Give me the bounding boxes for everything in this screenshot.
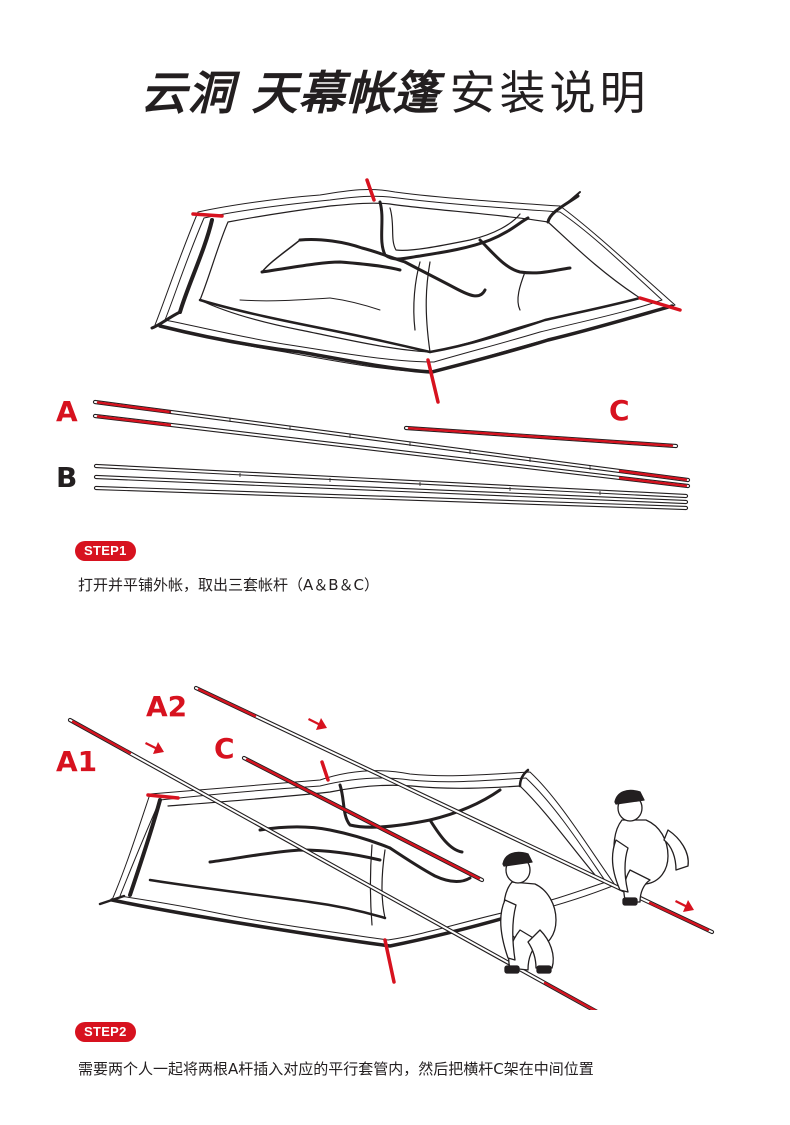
label-c: C [609, 394, 630, 427]
step1-text: 打开并平铺外帐，取出三套帐杆（A＆B＆C） [78, 576, 380, 594]
label-a1: A1 [56, 745, 97, 778]
pole-set-b [93, 463, 689, 511]
arrow-icon [308, 718, 327, 730]
label-a: A [56, 395, 78, 428]
title-instructions: 安装说明 [449, 66, 650, 120]
arrow-icon [145, 742, 164, 754]
title-product: 云洞 天幕帐篷 [140, 66, 440, 120]
label-c-step2: C [214, 732, 235, 765]
arrow-icon [675, 900, 694, 912]
person-front [500, 851, 557, 974]
label-a2: A2 [146, 690, 187, 723]
page-title: 云洞 天幕帐篷安装说明 [0, 58, 790, 128]
corner-straps [191, 178, 682, 404]
insert-arrows [145, 718, 694, 912]
corner-straps-step2 [146, 760, 396, 984]
tent-canvas-flat [150, 188, 676, 374]
step2-text: 需要两个人一起将两根A杆插入对应的平行套管内，然后把横杆C架在中间位置 [78, 1060, 594, 1078]
step2-badge: STEP2 [75, 1022, 136, 1042]
step1-badge: STEP1 [75, 541, 136, 561]
step2-illustration: A1 A2 C [56, 685, 715, 1010]
pole-set-a [92, 399, 691, 489]
pole-c-step2 [241, 755, 485, 883]
person-back [611, 789, 689, 906]
pole-c [403, 425, 679, 449]
step1-illustration: A C B [56, 178, 691, 511]
label-b: B [56, 461, 77, 494]
